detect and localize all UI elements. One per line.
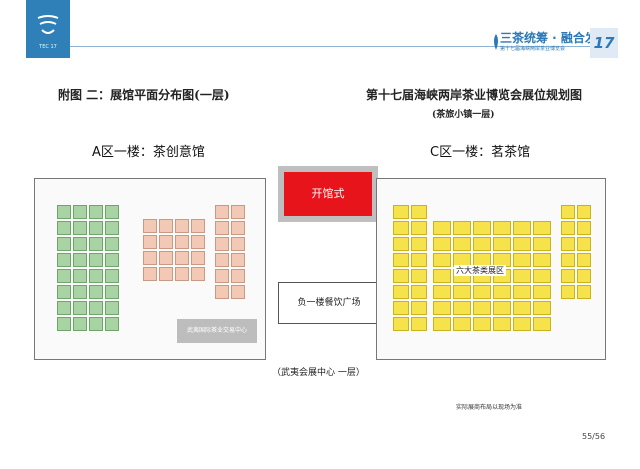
slogan-sub: 第十七届海峡两岸茶业博览会 — [500, 46, 566, 52]
edition-badge: 17 — [590, 28, 618, 58]
logo-caption: TEC 17 — [39, 44, 57, 50]
six-tea-zone-label: 六大茶类展区 — [454, 265, 506, 276]
booth-block-yellow-2 — [433, 221, 551, 331]
exhibition-center-label: （武夷会展中心 一层） — [272, 368, 365, 378]
slogan: 三茶统筹 · 融合发展 — [500, 31, 609, 45]
booth-block-pink-1 — [143, 219, 205, 281]
booth-block-yellow-1 — [393, 205, 427, 331]
zone-c-label: C区一楼：茗茶馆 — [430, 145, 531, 160]
dining-plaza: 负一楼餐饮广场 — [278, 282, 380, 324]
hall-c — [376, 178, 606, 360]
trade-center-area: 武夷国际茶业交易中心 — [177, 319, 257, 343]
header-divider — [70, 46, 590, 47]
figure-title: 附图 二：展馆平面分布图(一层) — [58, 88, 230, 102]
plan-title: 第十七届海峡两岸茶业博览会展位规划图 — [366, 88, 583, 102]
tea-leaf-icon — [494, 34, 498, 50]
booth-block-yellow-3 — [561, 205, 591, 299]
hall-a: 武夷国际茶业交易中心 — [34, 178, 266, 360]
booth-block-green-1 — [57, 205, 119, 331]
page-number: 55/56 — [582, 432, 606, 441]
layout-note: 实际展商布局以现场为准 — [456, 404, 523, 411]
logo: TEC 17 — [26, 0, 70, 58]
opening-ceremony-area: 开馆式 — [278, 166, 378, 222]
plan-subtitle: (茶旅小镇一层) — [432, 110, 495, 120]
tea-cup-logo-icon — [37, 15, 59, 34]
booth-block-pink-2 — [215, 205, 245, 299]
zone-a-label: A区一楼：茶创意馆 — [92, 145, 205, 160]
